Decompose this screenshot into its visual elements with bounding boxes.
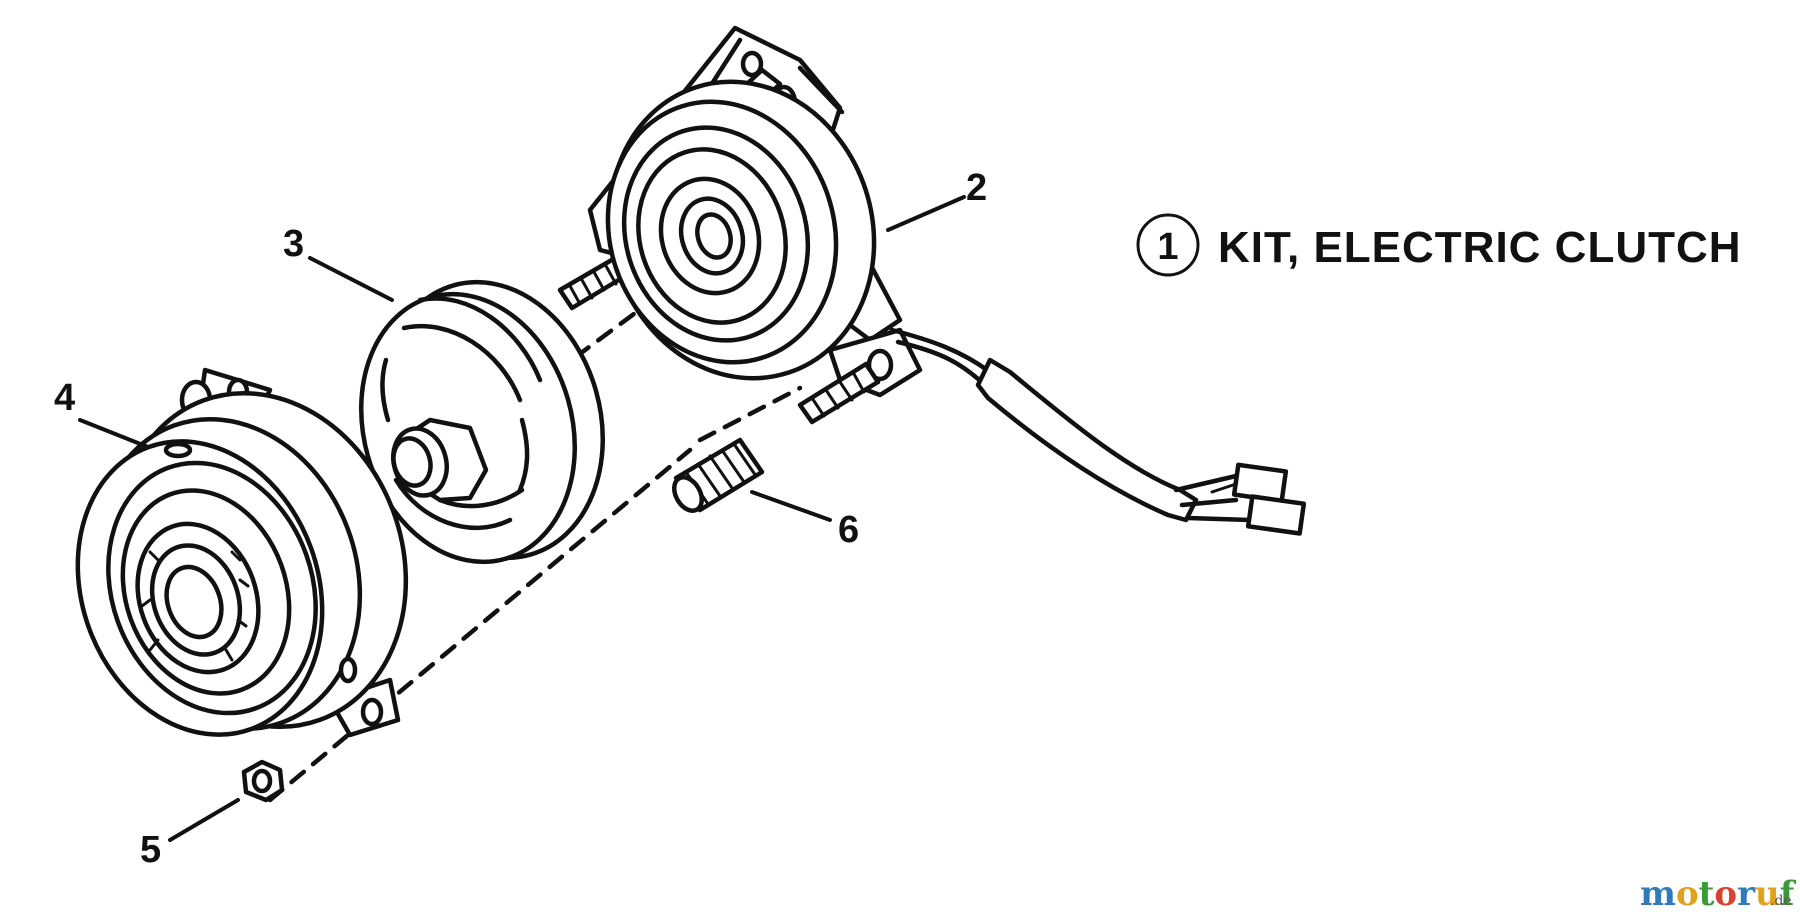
callout-3: 3 [283,223,304,265]
wm-char-o2: o [1714,874,1737,914]
wm-char-u: u [1755,874,1780,914]
title-number-circle [1136,213,1200,277]
callout-6: 6 [838,509,859,551]
wm-char-f: f [1780,874,1797,914]
wm-char-t: t [1699,874,1715,914]
wm-char-r: r [1737,874,1756,914]
callout-2: 2 [966,167,987,209]
part-5-nut [241,759,285,803]
part-6-spring [672,437,765,513]
kit-title: 1 KIT, ELECTRIC CLUTCH [1136,213,1742,277]
part-3-armature [358,279,606,565]
part-2-field-coil [557,25,1307,536]
watermark-suffix: .de [1770,893,1792,909]
callout-4: 4 [54,377,75,419]
watermark-text: motoruf [1640,874,1797,914]
wm-char-o1: o [1676,874,1699,914]
part-4-pulley [75,367,409,738]
callout-5: 5 [140,829,161,871]
title-text: KIT, ELECTRIC CLUTCH [1218,223,1742,272]
wm-char-m: m [1640,874,1676,914]
title-number: 1 [1157,226,1178,268]
leader-lines [78,195,966,842]
watermark-logo: motoruf .de [1640,874,1797,914]
